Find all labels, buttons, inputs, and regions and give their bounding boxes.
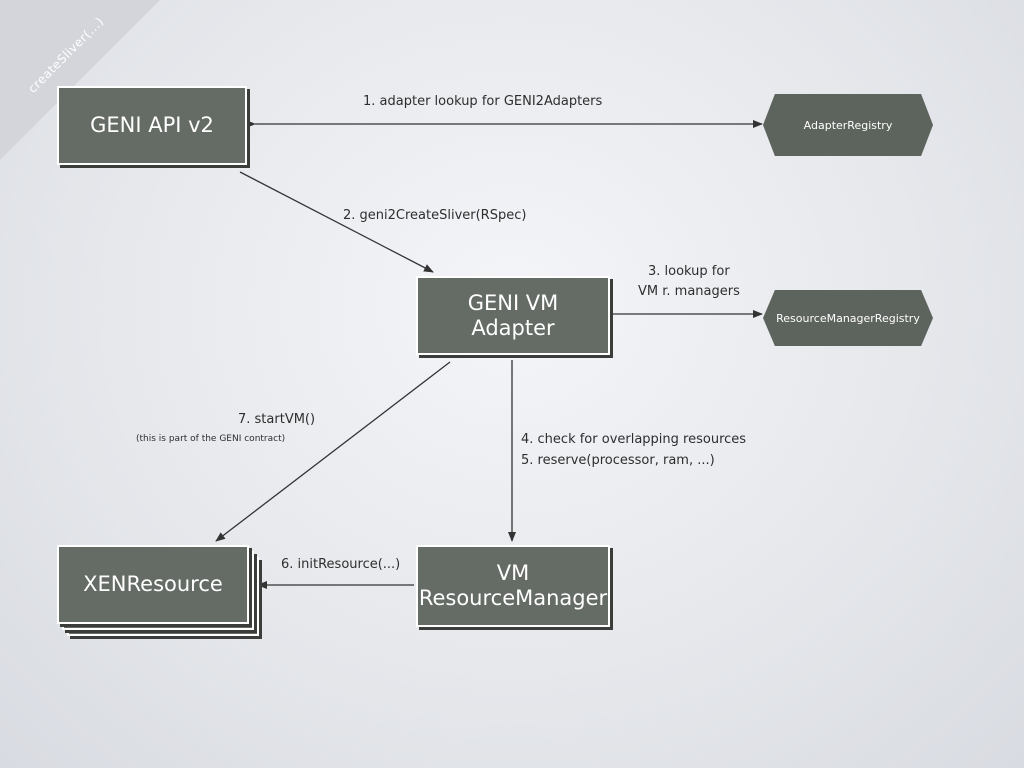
step5-label: 5. reserve(processor, ram, ...) (521, 453, 715, 468)
step4-label: 4. check for overlapping resources (521, 432, 747, 447)
edge-adapter-xen (215, 361, 451, 542)
step7-label: 7. startVM() (238, 412, 316, 427)
adapter-registry-node: AdapterRegistry (763, 94, 933, 156)
geni-api-box: GENI API v2 (57, 86, 247, 165)
step2-label: 2. geni2CreateSliver(RSpec) (343, 208, 527, 223)
edge-api-adapter (239, 171, 434, 273)
step6-label: 6. initResource(...) (281, 557, 401, 572)
geni-vm-adapter-box: GENI VM Adapter (416, 276, 610, 355)
vm-resource-manager-box: VM ResourceManager (416, 545, 610, 627)
step7-note: (this is part of the GENI contract) (136, 434, 286, 444)
step3-label-line2: VM r. managers (638, 284, 740, 299)
resource-manager-registry-node: ResourceManagerRegistry (763, 290, 933, 346)
step3-label-line1: 3. lookup for (648, 264, 730, 279)
step1-label: 1. adapter lookup for GENI2Adapters (363, 94, 603, 109)
xen-resource-box: XENResource (57, 545, 249, 624)
